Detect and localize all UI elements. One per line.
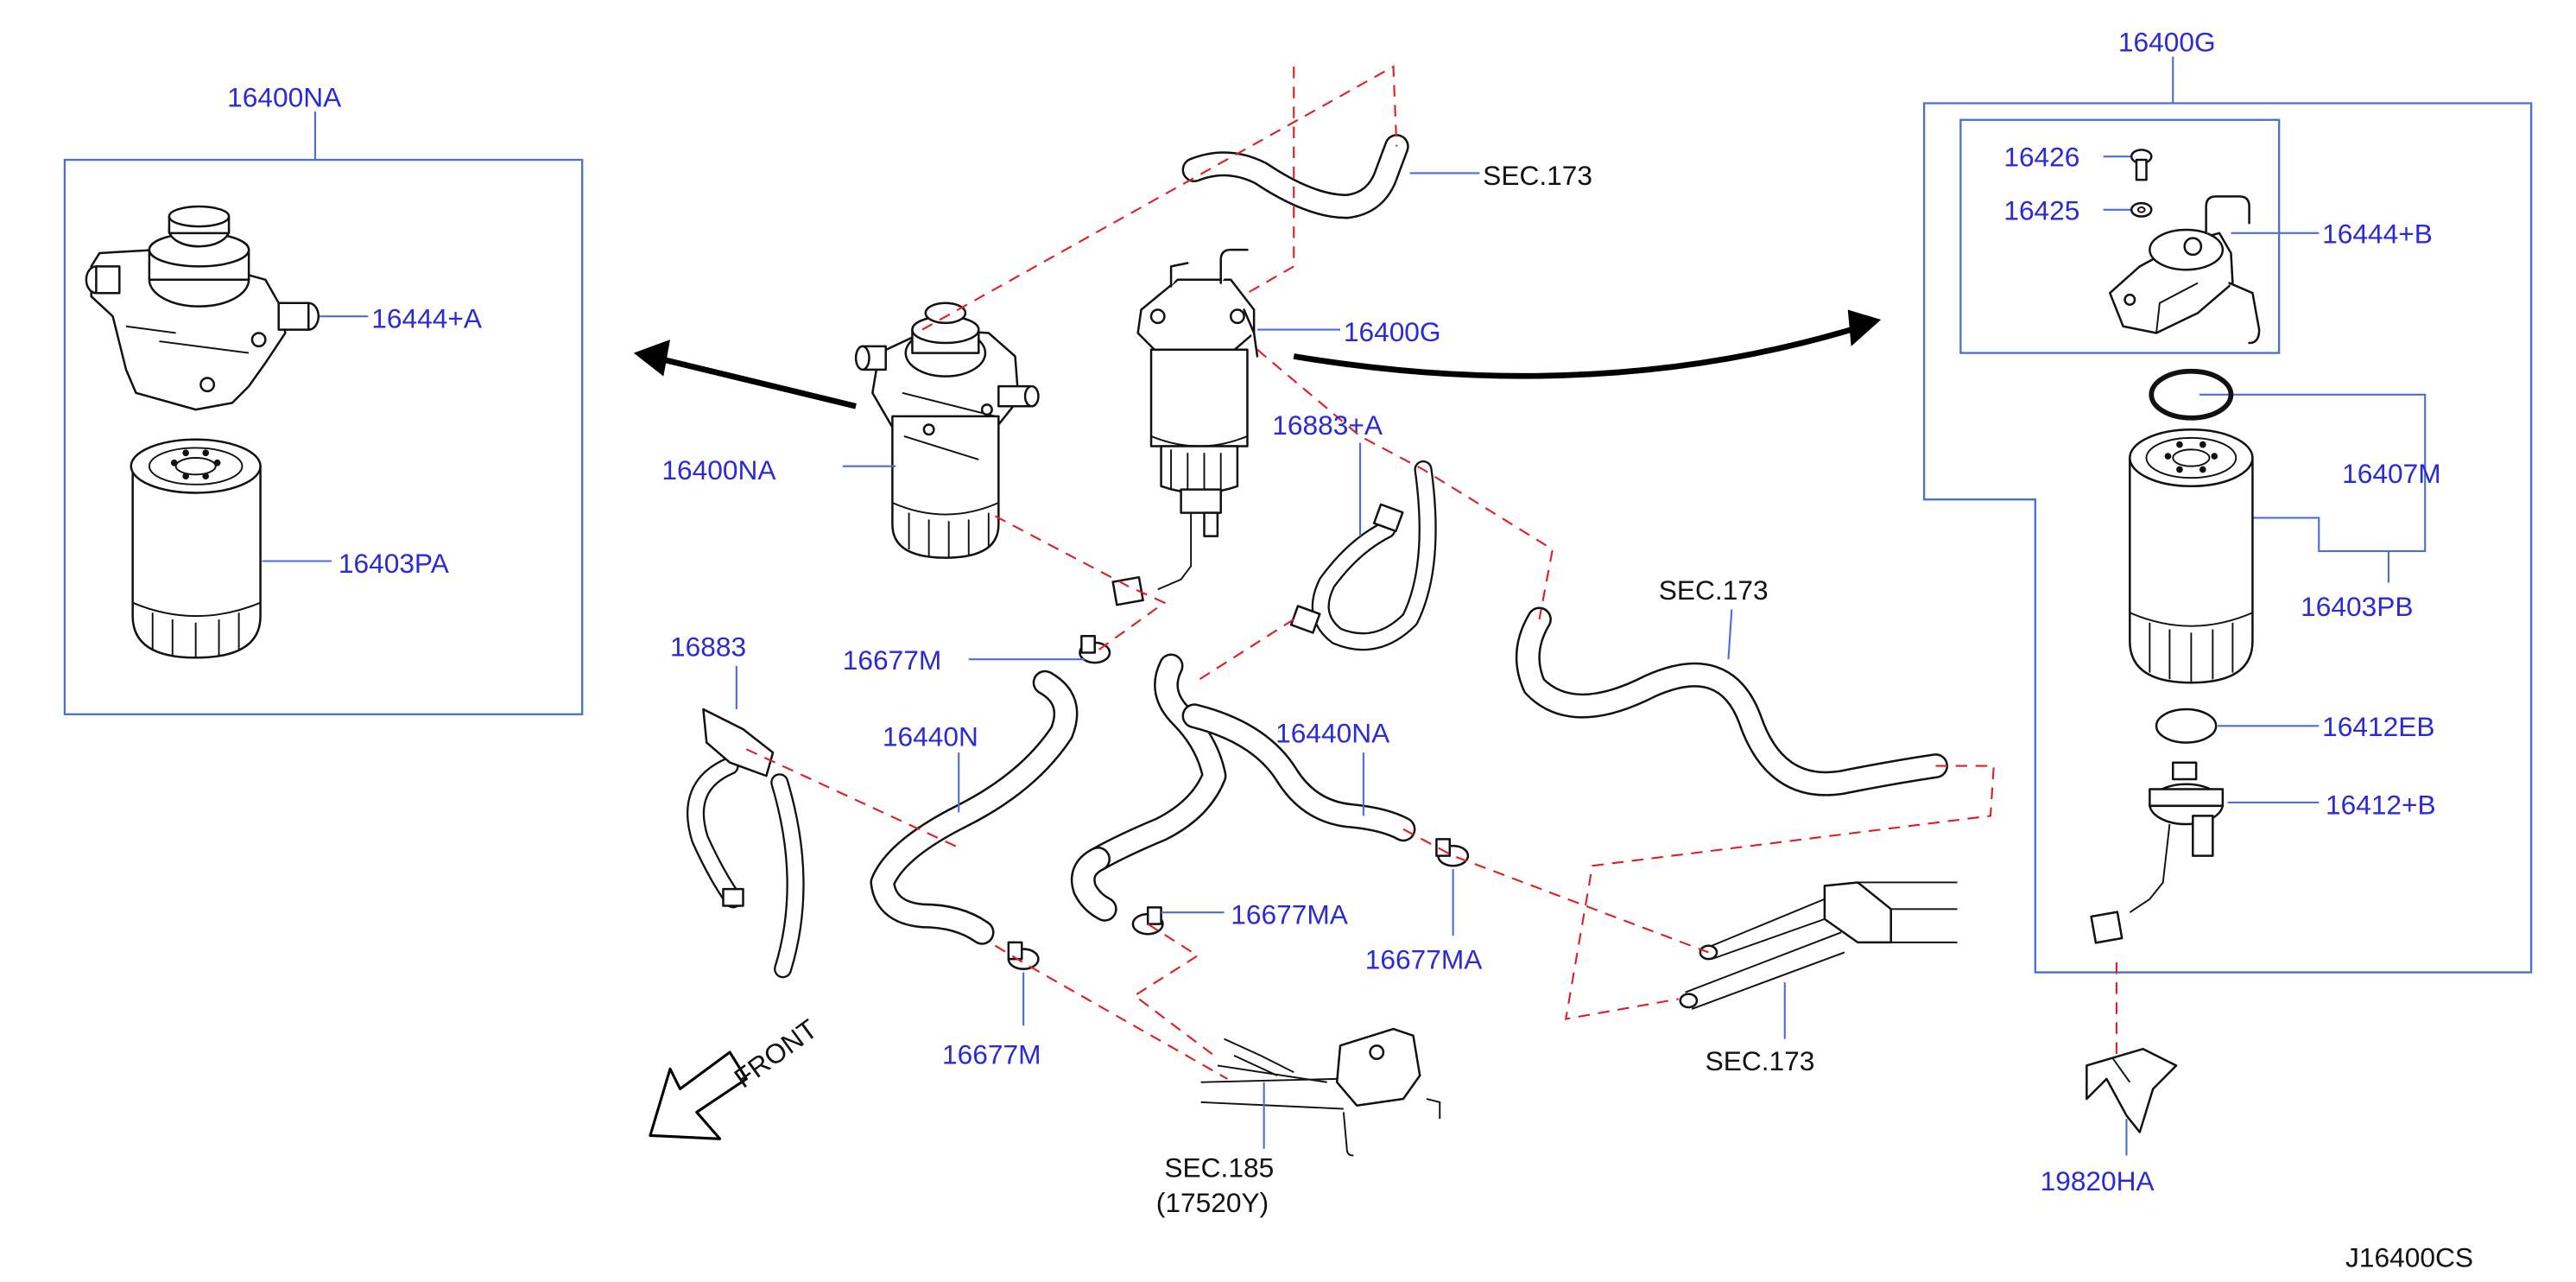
label-16440na[interactable]: 16440NA [1275,718,1390,749]
label-sec185-sub: (17520Y) [1156,1187,1269,1218]
label-16444a[interactable]: 16444+A [371,303,483,334]
o-ring-16407m [2149,368,2234,421]
clamp-16677ma-b [1435,838,1470,867]
gasket-16412eb [2155,708,2218,744]
strap-16883 [686,708,805,979]
washer-16425 [2130,201,2153,218]
phantom-lines [745,65,2117,1080]
bracket-19820ha [2085,1047,2178,1133]
label-16883[interactable]: 16883 [670,631,746,662]
pipes-sec185 [1200,1027,1441,1157]
label-sec173-top[interactable]: SEC.173 [1483,160,1592,191]
filter-assembly-16400g [1111,248,1259,606]
filter-assembly-16400na [854,301,1040,559]
label-16400na-box[interactable]: 16400NA [227,81,342,112]
label-16400g-main[interactable]: 16400G [1344,316,1441,347]
clamp-16677m-b [1007,941,1040,970]
label-16412b[interactable]: 16412+B [2326,789,2436,820]
label-sec185[interactable]: SEC.185 [1164,1152,1274,1184]
label-sec173-bottom[interactable]: SEC.173 [1706,1045,1815,1076]
clamp-16677ma-a [1131,906,1164,936]
label-16400g-box[interactable]: 16400G [2118,27,2216,58]
leader-lines [735,172,2128,1156]
pointer-arrow-right [1293,309,1882,379]
hose-sec173-top [1181,134,1409,219]
hose-16440na [1070,653,1416,922]
fuel-filter-element-16403pb [2129,428,2254,684]
label-front: FRONT [729,1013,823,1095]
hose-sec173-mid [1515,606,1948,796]
fuel-filter-head-16444a [85,205,320,411]
label-16403pa[interactable]: 16403PA [339,548,450,579]
label-16407m[interactable]: 16407M [2342,458,2440,489]
fuel-filter-element-16403pa [130,438,262,659]
label-16426[interactable]: 16426 [2003,142,2079,173]
pipes-sec173-bottom [1679,881,1958,1010]
label-16400na-main[interactable]: 16400NA [661,454,776,486]
detail-box-16400g [1922,56,2533,974]
water-sensor-16412b [2090,761,2225,944]
label-16677ma-a[interactable]: 16677MA [1231,899,1348,930]
diagram-code: J16400CS [2345,1242,2473,1273]
screw-16426 [2130,149,2153,181]
label-sec173-mid[interactable]: SEC.173 [1659,574,1769,606]
detail-box-16400na [63,111,584,715]
label-16425[interactable]: 16425 [2003,194,2079,225]
front-arrow-icon [649,1050,748,1140]
label-16677ma-b[interactable]: 16677MA [1365,944,1483,975]
label-19820ha[interactable]: 19820HA [2041,1165,2155,1196]
label-16883a[interactable]: 16883+A [1272,409,1383,441]
fuel-filter-head-16444b [2109,195,2261,345]
label-16440n[interactable]: 16440N [883,720,978,752]
strap-16883a [1289,460,1437,651]
label-16403pb[interactable]: 16403PB [2301,591,2413,622]
label-16444b[interactable]: 16444+B [2322,218,2433,249]
hose-16440n [870,670,1079,945]
label-16677m-a[interactable]: 16677M [843,644,941,676]
label-16412eb[interactable]: 16412EB [2322,711,2434,742]
label-16677m-b[interactable]: 16677M [942,1038,1041,1069]
pointer-arrow-left [633,340,857,409]
